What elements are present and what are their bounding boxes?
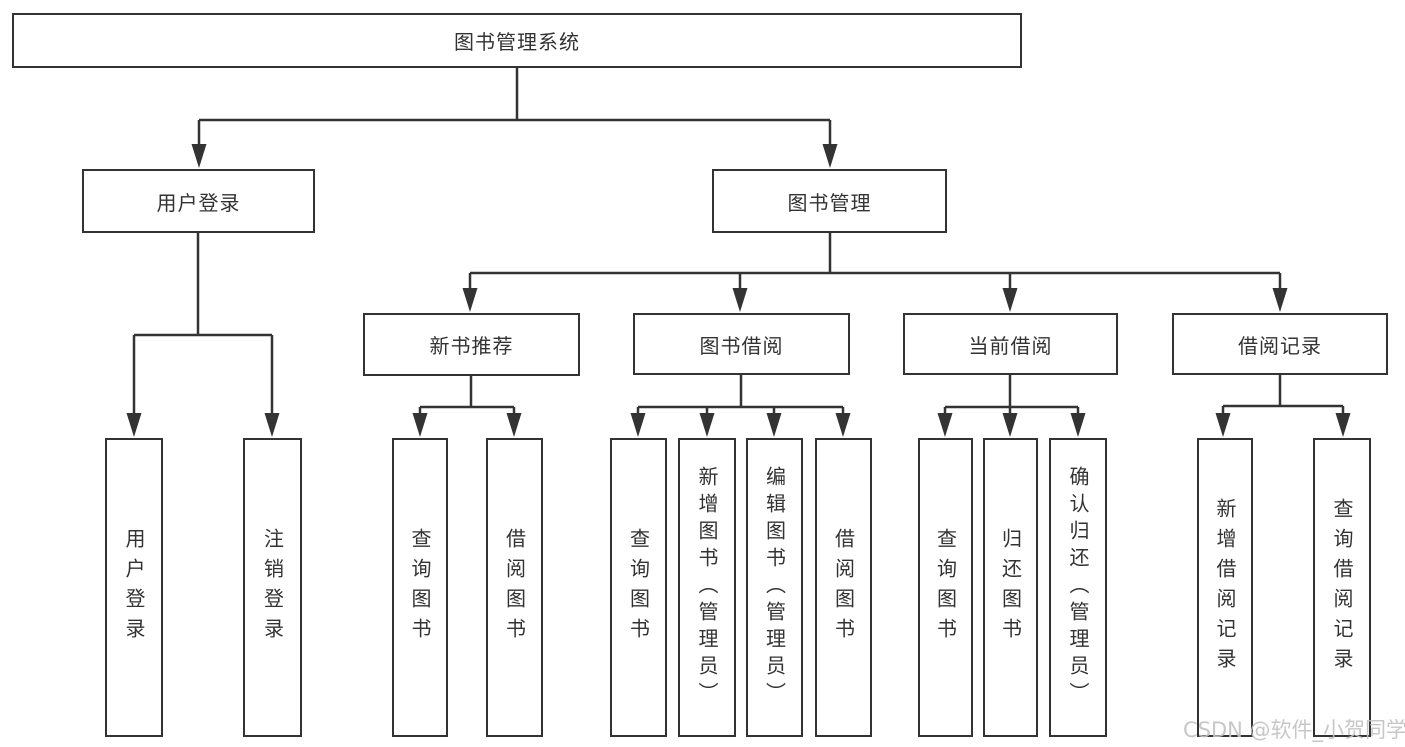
arrowheads xyxy=(126,144,1351,437)
node-book-management-label: 图书管理 xyxy=(787,190,872,215)
leaf-borrow-query-book: 查询图书 xyxy=(610,438,667,737)
leaf-add-borrow-record: 新增借阅记录 xyxy=(1197,438,1253,737)
leaf-edit-book-admin: 编辑图书（管理员） xyxy=(746,438,803,737)
leaf-recommend-borrow-book: 借阅图书 xyxy=(486,438,543,737)
leaf-return-book-label: 归还图书 xyxy=(998,527,1023,648)
node-book-borrow-label: 图书借阅 xyxy=(699,333,784,358)
node-book-borrow: 图书借阅 xyxy=(633,313,850,375)
leaf-add-borrow-record-label: 新增借阅记录 xyxy=(1213,497,1237,678)
node-current-borrow-label: 当前借阅 xyxy=(968,333,1053,358)
node-user-login-label: 用户登录 xyxy=(156,190,241,215)
leaf-add-book-admin: 新增图书（管理员） xyxy=(678,438,736,737)
leaf-user-login-label: 用户登录 xyxy=(122,527,146,648)
leaf-recommend-query-book: 查询图书 xyxy=(392,438,448,737)
node-new-book-recommend: 新书推荐 xyxy=(363,313,580,376)
leaf-logout: 注销登录 xyxy=(243,438,302,737)
connector-strokes xyxy=(132,68,1345,416)
node-root-system-label: 图书管理系统 xyxy=(454,30,580,54)
leaf-user-login: 用户登录 xyxy=(105,438,163,737)
node-root-system: 图书管理系统 xyxy=(12,13,1022,68)
node-new-book-recommend-label: 新书推荐 xyxy=(429,334,514,358)
node-book-management: 图书管理 xyxy=(712,169,947,233)
leaf-borrow-book: 借阅图书 xyxy=(815,438,872,737)
leaf-recommend-borrow-book-label: 借阅图书 xyxy=(502,527,527,648)
leaf-query-borrow-record: 查询借阅记录 xyxy=(1313,438,1371,737)
node-user-login: 用户登录 xyxy=(82,169,315,233)
leaf-confirm-return-admin-label: 确认归还（管理员） xyxy=(1066,466,1090,709)
leaf-logout-label: 注销登录 xyxy=(260,527,285,648)
leaf-current-query-book-label: 查询图书 xyxy=(933,527,958,648)
leaf-recommend-query-book-label: 查询图书 xyxy=(408,527,432,648)
leaf-current-query-book: 查询图书 xyxy=(918,438,973,737)
csdn-watermark: CSDN @软件_小贺同学 xyxy=(1183,718,1405,742)
leaf-borrow-query-book-label: 查询图书 xyxy=(626,527,651,648)
leaf-return-book: 归还图书 xyxy=(983,438,1038,737)
node-current-borrow: 当前借阅 xyxy=(903,313,1118,375)
node-borrow-records-label: 借阅记录 xyxy=(1238,333,1322,358)
leaf-add-book-admin-label: 新增图书（管理员） xyxy=(695,466,719,709)
leaf-borrow-book-label: 借阅图书 xyxy=(831,527,856,648)
node-borrow-records: 借阅记录 xyxy=(1172,313,1388,375)
leaf-edit-book-admin-label: 编辑图书（管理员） xyxy=(762,466,787,709)
leaf-confirm-return-admin: 确认归还（管理员） xyxy=(1049,438,1107,737)
leaf-query-borrow-record-label: 查询借阅记录 xyxy=(1330,497,1354,678)
